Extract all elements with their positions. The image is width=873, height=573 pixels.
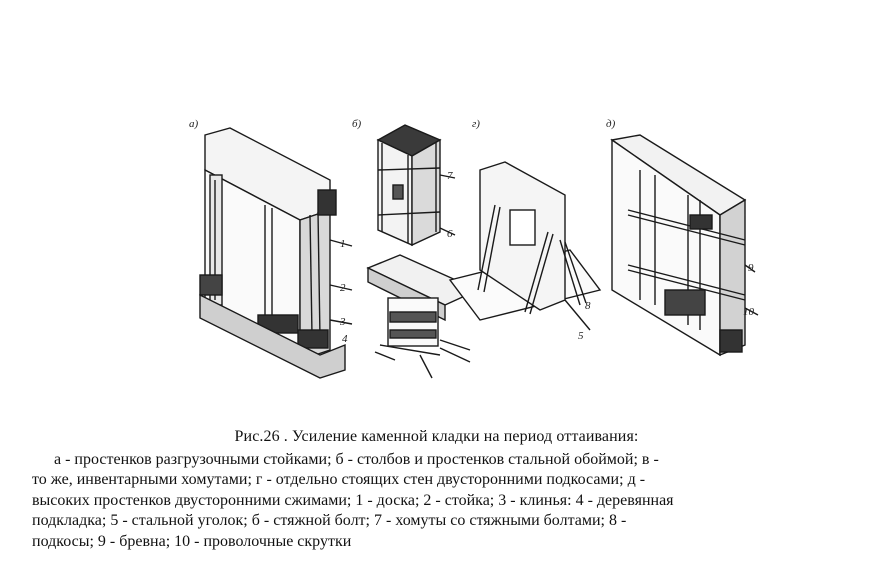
panel-label-a: а) [189, 118, 199, 130]
callout-8: 8 [585, 300, 591, 312]
callout-7: 7 [447, 170, 453, 182]
panel-label-d: д) [606, 118, 616, 130]
caption-line: подкладка; 5 - стальной уголок; б - стяж… [32, 512, 627, 530]
callout-10: 10 [743, 306, 754, 318]
panel-g-drawing [448, 161, 602, 331]
callout-4: 4 [342, 333, 348, 345]
figure-caption-title: Рис.26 . Усиление каменной кладки на пер… [234, 428, 639, 445]
panel-b-drawing [376, 124, 456, 247]
caption-line: подкосы; 9 - бревна; 10 - проволочные ск… [32, 532, 352, 550]
callout-5: 5 [578, 330, 584, 342]
callout-6: 6 [447, 228, 453, 240]
callout-2: 2 [340, 282, 346, 294]
panel-label-b: б) [352, 118, 362, 130]
callout-1: 1 [340, 238, 346, 250]
panel-a-drawing [199, 127, 353, 379]
panel-d-drawing [610, 134, 759, 357]
caption-line: а - простенков разгрузочными стойками; б… [54, 451, 659, 468]
figure-illustration: а) б) г) д) 1 2 3 4 5 6 7 8 9 10 [189, 118, 759, 379]
callout-9: 9 [748, 262, 754, 274]
caption-line: высоких простенков двусторонними сжимами… [32, 491, 674, 509]
figure-caption-body: а - простенков разгрузочными стойками; б… [32, 450, 862, 552]
panel-v-drawing [366, 254, 480, 379]
technical-drawing [199, 124, 759, 379]
callout-3: 3 [340, 316, 346, 328]
panel-label-g: г) [472, 118, 480, 130]
caption-line: то же, инвентарными хомутами; г - отдель… [32, 471, 646, 489]
